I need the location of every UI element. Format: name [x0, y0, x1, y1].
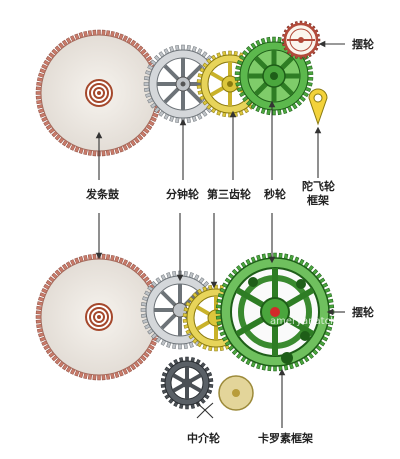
top-assembly [35, 20, 345, 180]
label-seconds-wheel: 秒轮 [264, 187, 286, 201]
gold-disc-wheel [218, 375, 254, 411]
label-third-wheel: 第三齿轮 [207, 187, 251, 201]
label-intermediate-wheel: 中介轮 [187, 431, 220, 445]
intermediate-wheel [160, 356, 214, 410]
jewel [270, 307, 280, 317]
watermark: ameryanatches [270, 316, 348, 327]
label-mainspring-barrel-top: 发条鼓 [85, 187, 120, 201]
seconds-wheel-top [234, 36, 314, 116]
balance-wheel-top [281, 20, 321, 60]
label-carrousel-cage: 卡罗素框架 [258, 431, 313, 445]
label-balance-wheel-bottom: 摆轮 [352, 305, 374, 319]
label-flying-cage-line2: 框架 [307, 193, 329, 207]
label-flying-cage-line1: 陀飞轮 [302, 179, 335, 193]
carrousel-cage: ameryanatches [215, 252, 348, 372]
flying-cage-top [308, 88, 328, 126]
label-minute-wheel: 分钟轮 [166, 187, 199, 201]
bottom-assembly: ameryanatches [35, 213, 348, 428]
label-balance-wheel-top: 摆轮 [352, 37, 374, 51]
